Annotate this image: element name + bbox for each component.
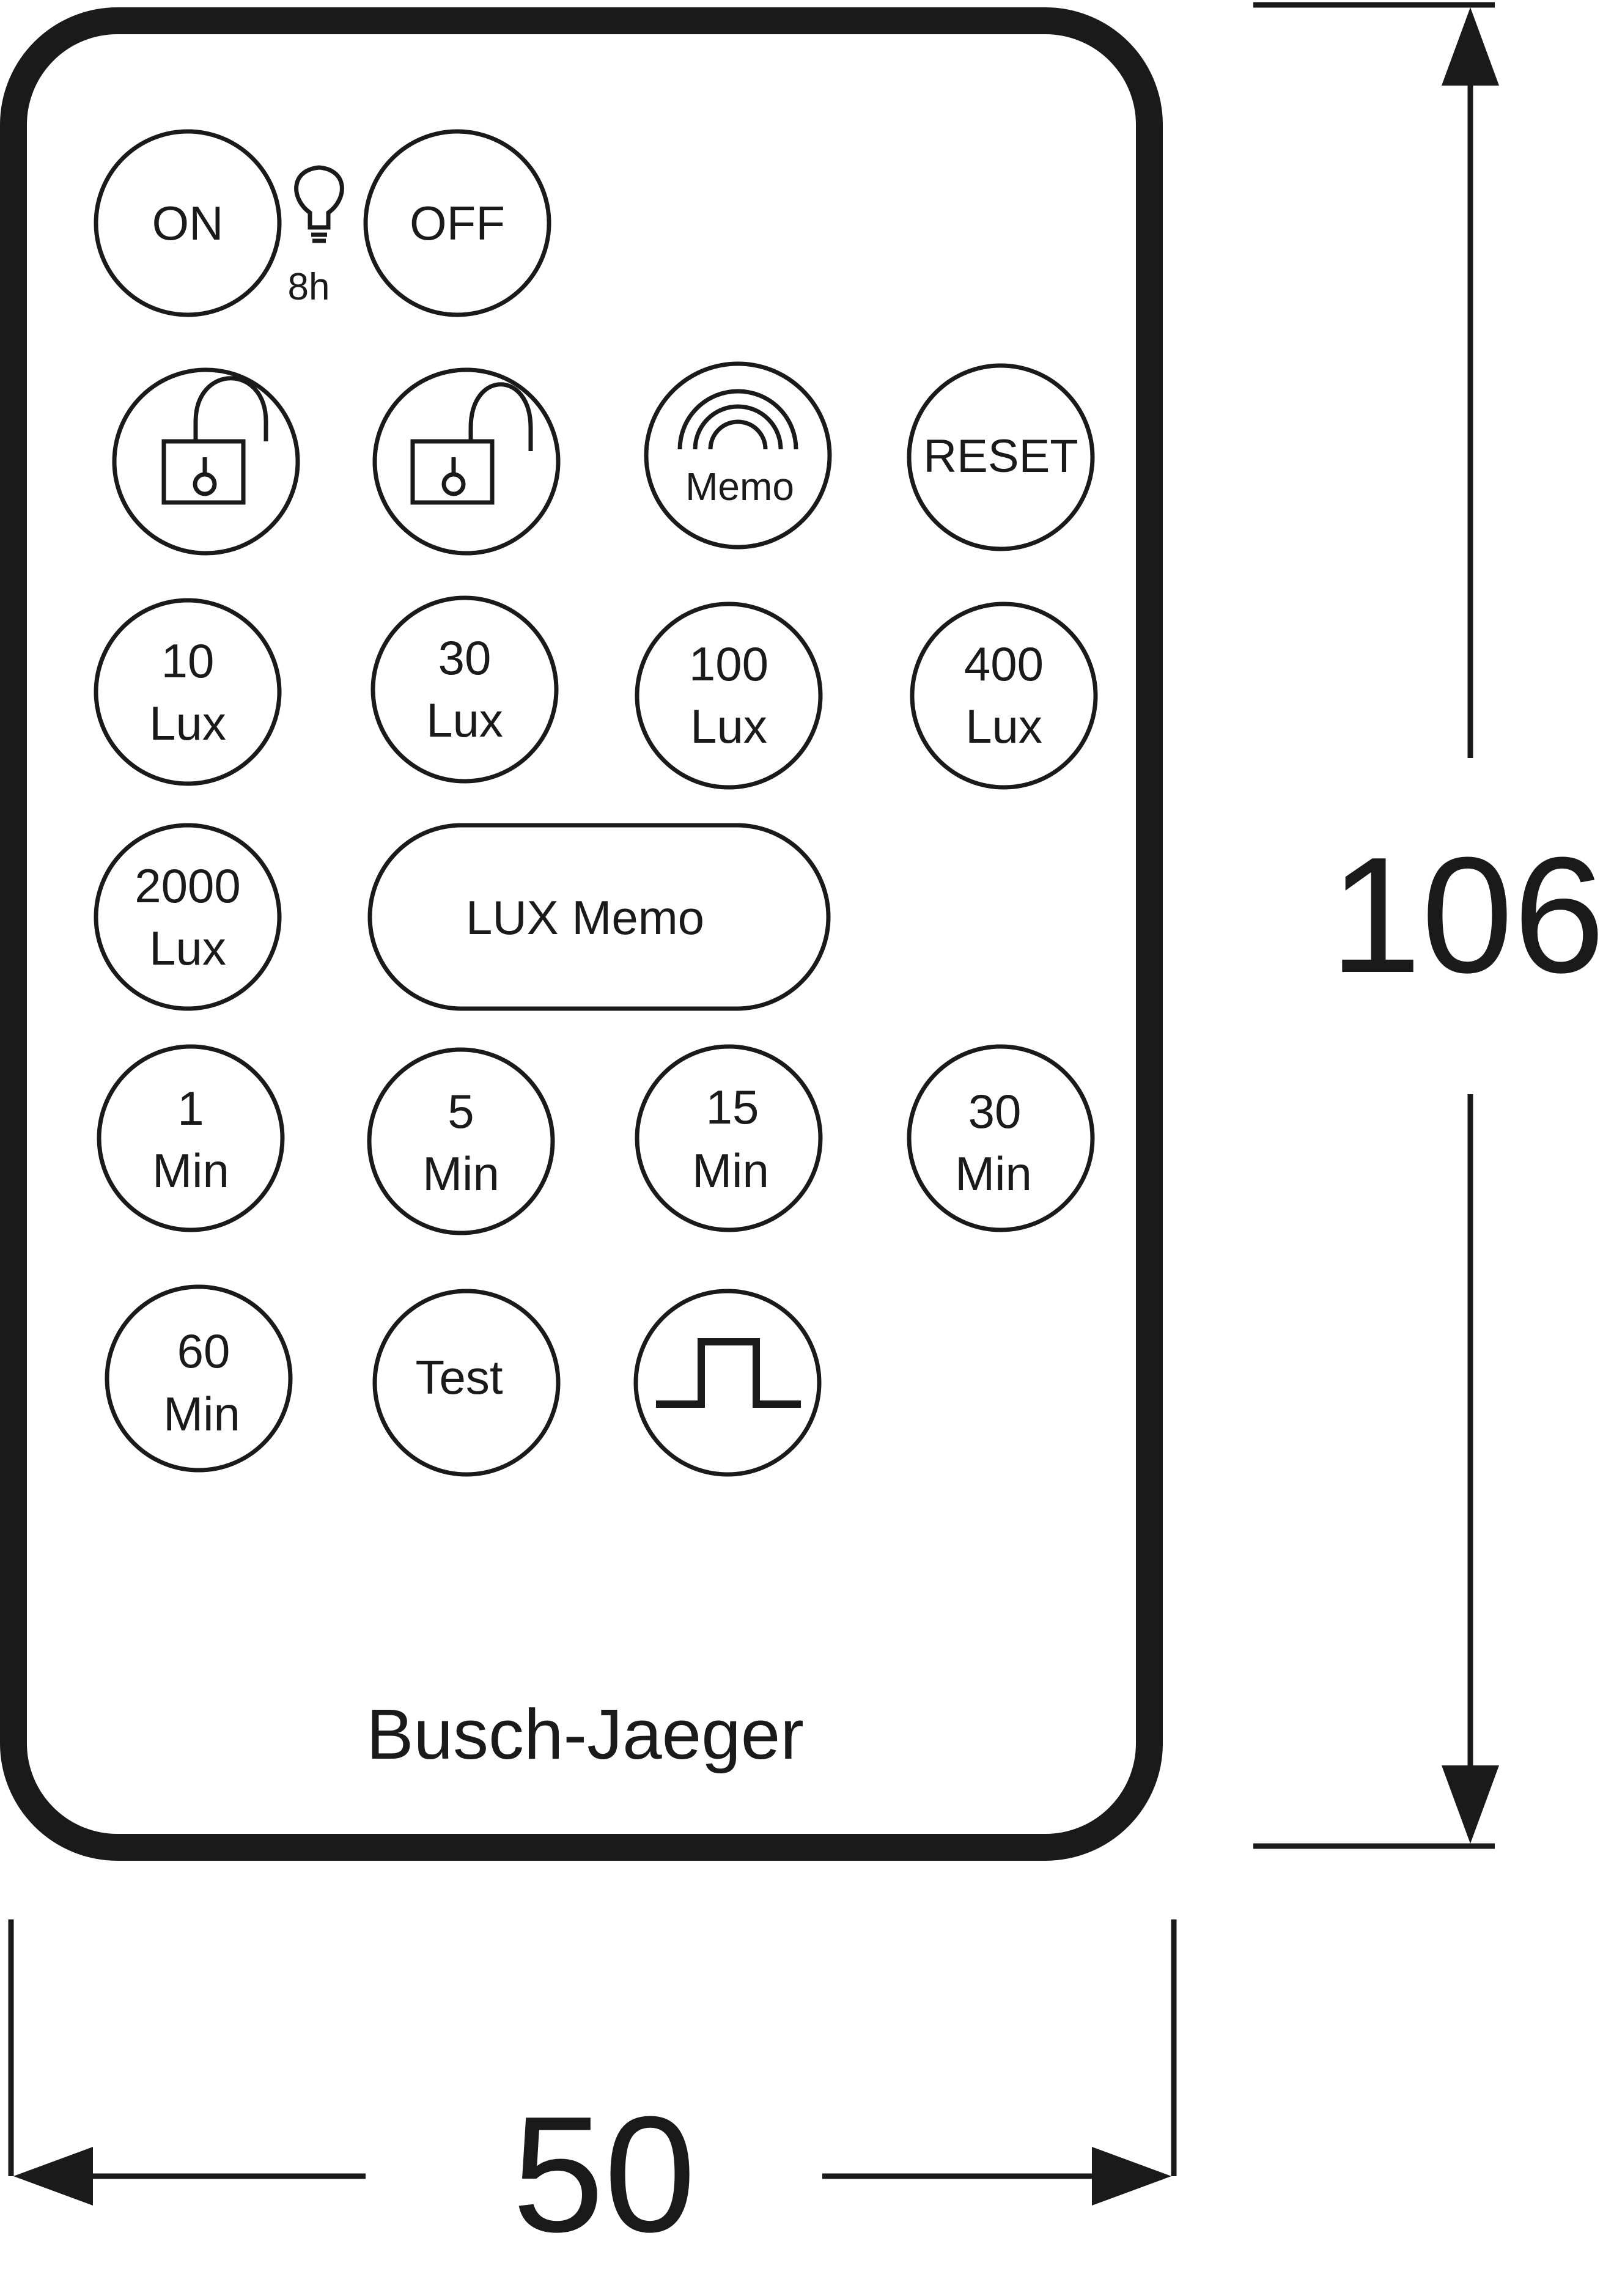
min-1-value: 1: [177, 1081, 204, 1135]
width-value: 50: [512, 2083, 696, 2267]
reset-button-label: RESET: [923, 430, 1078, 482]
min-30-value: 30: [968, 1084, 1022, 1138]
lock-closed-icon: [161, 376, 268, 505]
min-5-unit: Min: [422, 1147, 499, 1201]
lux-10-value: 10: [161, 634, 215, 688]
lux-100-unit: Lux: [690, 699, 767, 753]
arrow-right-icon: [1092, 2147, 1171, 2206]
pulse-wave-icon: [656, 1338, 801, 1408]
lux-2000-unit: Lux: [149, 921, 226, 975]
off-button[interactable]: OFF: [363, 129, 551, 317]
min-30-button[interactable]: 30 Min: [907, 1044, 1095, 1232]
lux-memo-button[interactable]: LUX Memo: [367, 823, 831, 1011]
lock-open-icon: [410, 382, 533, 505]
min-15-value: 15: [706, 1080, 759, 1134]
width-dimension: 50: [8, 1919, 1177, 2267]
test-button[interactable]: Test: [372, 1289, 561, 1477]
on-button-label: ON: [152, 196, 224, 250]
pulse-button[interactable]: [633, 1289, 822, 1477]
light-bulb-icon: [294, 165, 344, 243]
lux-30-button[interactable]: 30 Lux: [370, 595, 559, 784]
signal-arcs-icon: [677, 389, 798, 450]
min-60-unit: Min: [163, 1387, 240, 1441]
lux-10-unit: Lux: [149, 696, 226, 750]
memo-button[interactable]: Memo: [644, 361, 832, 550]
height-value: 106: [1330, 823, 1605, 1007]
min-15-unit: Min: [692, 1144, 769, 1198]
min-1-unit: Min: [152, 1144, 229, 1198]
lux-2000-value: 2000: [134, 859, 241, 913]
lux-memo-label: LUX Memo: [466, 891, 704, 944]
brand-label: Busch-Jaeger: [366, 1694, 804, 1774]
on-button[interactable]: ON: [94, 129, 282, 317]
lux-30-unit: Lux: [426, 693, 503, 747]
lux-10-button[interactable]: 10 Lux: [94, 598, 282, 786]
unlock-button[interactable]: [372, 367, 561, 556]
lux-100-button[interactable]: 100 Lux: [635, 602, 823, 790]
lux-400-unit: Lux: [965, 699, 1042, 753]
min-30-unit: Min: [955, 1147, 1032, 1201]
min-5-button[interactable]: 5 Min: [367, 1047, 555, 1235]
min-60-button[interactable]: 60 Min: [105, 1284, 293, 1473]
min-1-button[interactable]: 1 Min: [97, 1044, 285, 1232]
lux-400-value: 400: [964, 637, 1044, 691]
off-button-label: OFF: [410, 196, 505, 250]
lux-400-button[interactable]: 400 Lux: [910, 602, 1098, 790]
arrow-left-icon: [13, 2147, 93, 2206]
lux-2000-button[interactable]: 2000 Lux: [94, 823, 282, 1011]
memo-button-label: Memo: [685, 465, 794, 509]
min-60-value: 60: [177, 1324, 230, 1378]
test-button-label: Test: [415, 1350, 503, 1404]
lock-button[interactable]: [112, 367, 300, 556]
reset-button[interactable]: RESET: [907, 363, 1095, 551]
lux-100-value: 100: [689, 637, 768, 691]
arrow-up-icon: [1442, 7, 1499, 86]
min-15-button[interactable]: 15 Min: [635, 1044, 823, 1232]
eight-hours-label: 8h: [288, 266, 330, 308]
height-dimension: 106: [1253, 2, 1605, 1849]
min-5-value: 5: [448, 1084, 474, 1138]
arrow-down-icon: [1442, 1765, 1499, 1844]
lux-30-value: 30: [438, 631, 492, 685]
